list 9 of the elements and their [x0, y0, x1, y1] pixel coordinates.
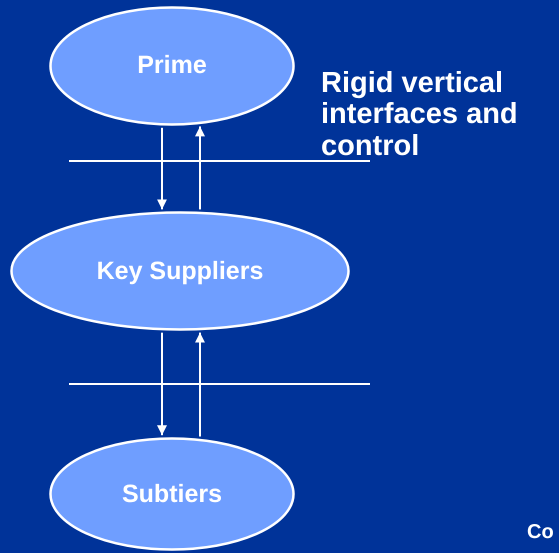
node-label: Key Suppliers	[96, 256, 264, 286]
partial-text: Co	[527, 520, 555, 544]
annotation-text: Rigid vertical interfaces and control	[321, 68, 519, 162]
arrow	[195, 126, 205, 210]
arrow	[157, 332, 167, 436]
arrow	[195, 332, 205, 436]
arrow	[157, 128, 167, 210]
node-label: Prime	[137, 50, 207, 80]
node-label: Subtiers	[122, 480, 222, 508]
